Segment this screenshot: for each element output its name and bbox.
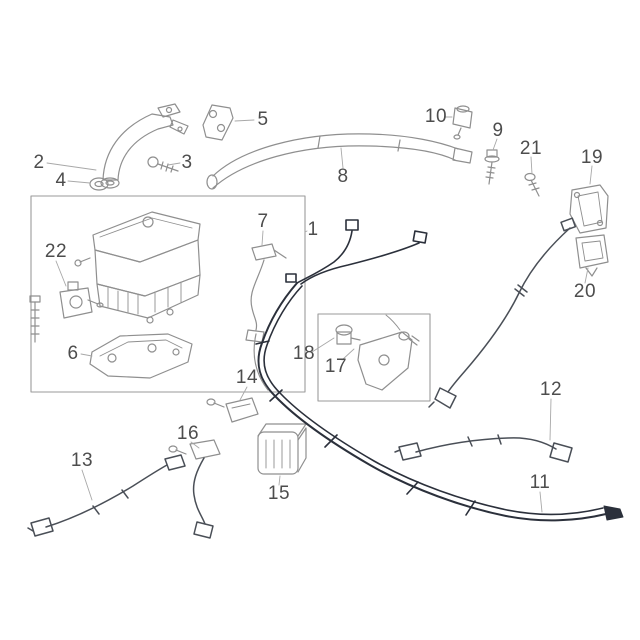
part-11-harness-end	[603, 505, 624, 521]
part-12-oxygen-sensor	[394, 434, 573, 463]
callout-1: 1	[307, 219, 319, 240]
part-14-sensor	[206, 397, 259, 423]
callout-13: 13	[70, 450, 94, 471]
callout-7: 7	[257, 211, 269, 232]
part-8-tube	[206, 133, 473, 190]
callout-17: 17	[324, 356, 348, 377]
callout-3: 3	[181, 152, 193, 173]
group-box-sensor-bracket	[317, 313, 431, 402]
part-18-valve	[335, 324, 361, 345]
callout-14: 14	[235, 367, 259, 388]
callout-12: 12	[539, 379, 563, 400]
part-13-oxygen-sensor	[27, 454, 186, 537]
callout-21: 21	[519, 138, 543, 159]
part-17-bracket-sensor	[357, 314, 420, 391]
part-9-bolt	[484, 149, 500, 185]
callout-11: 11	[529, 472, 551, 493]
callout-22: 22	[44, 241, 68, 262]
part-16-sensor-wire	[192, 457, 214, 539]
callout-15: 15	[267, 483, 291, 504]
part-20-sensor-wire	[428, 217, 577, 409]
part-6-bracket	[89, 333, 193, 379]
part-15-filter-box	[257, 423, 307, 475]
part-21-bolt	[524, 172, 540, 197]
callout-5: 5	[257, 109, 269, 130]
part-2-bracket	[100, 103, 189, 189]
callout-19: 19	[580, 147, 604, 168]
part-19-bracket	[569, 184, 609, 234]
callout-20: 20	[573, 281, 597, 302]
group-box-canister-assembly	[30, 195, 306, 393]
part-4-grommet	[89, 177, 109, 191]
main-harness	[253, 219, 624, 522]
callout-4: 4	[55, 170, 67, 191]
part-16-sensor	[168, 439, 221, 460]
part-7-pipe	[245, 243, 287, 343]
callout-16: 16	[176, 423, 200, 444]
callout-8: 8	[337, 166, 349, 187]
callout-10: 10	[424, 106, 448, 127]
callout-2: 2	[33, 152, 45, 173]
part-10-valve	[452, 105, 473, 140]
part-20-connector	[575, 234, 609, 277]
callout-9: 9	[492, 120, 504, 141]
callout-6: 6	[67, 343, 79, 364]
part-5-plate	[202, 104, 234, 141]
part-1-canister	[74, 211, 201, 324]
part-22-valve	[29, 281, 104, 343]
callout-leader-lines	[46, 116, 593, 513]
callout-18: 18	[292, 343, 316, 364]
